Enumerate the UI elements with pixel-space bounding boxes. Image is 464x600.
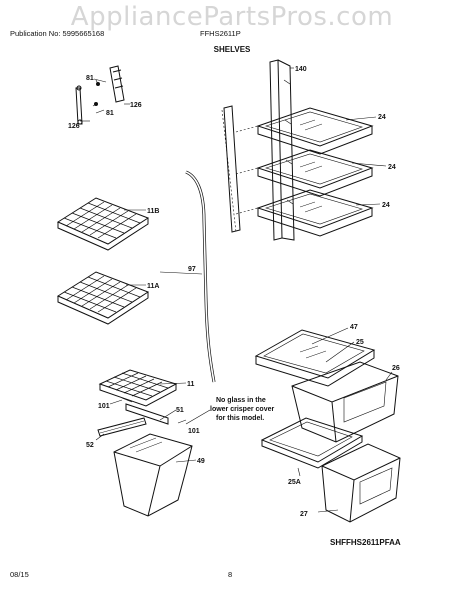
callout-47: 47 bbox=[350, 324, 358, 331]
callout-24-top: 24 bbox=[378, 114, 386, 121]
crisper-cover bbox=[254, 329, 376, 387]
glass-shelf-middle bbox=[256, 149, 374, 197]
trim-bar bbox=[97, 417, 147, 437]
shelf-support-bracket bbox=[75, 65, 125, 125]
glass-shelf-top bbox=[256, 107, 374, 155]
callout-101-left: 101 bbox=[98, 403, 110, 410]
wire-shelf-11b bbox=[56, 197, 150, 251]
figure-reference: SHFFHS2611PFAA bbox=[330, 538, 401, 547]
callout-126-left: 126 bbox=[68, 123, 80, 130]
page-number: 8 bbox=[228, 570, 233, 579]
callout-24-bottom: 24 bbox=[382, 202, 390, 209]
callout-97: 97 bbox=[188, 266, 196, 273]
callout-24-middle: 24 bbox=[388, 164, 396, 171]
callout-25a: 25A bbox=[288, 479, 301, 486]
rail-link bbox=[121, 397, 133, 403]
footer-date: 08/15 bbox=[10, 570, 29, 579]
callout-51: 51 bbox=[176, 407, 184, 414]
callout-140: 140 bbox=[295, 66, 307, 73]
wire-shelf-11a bbox=[56, 271, 150, 325]
crisper-drawer-lower bbox=[321, 443, 401, 523]
lower-crisper-cover bbox=[260, 417, 364, 469]
crisper-drawer-upper bbox=[291, 361, 399, 443]
model-number: FFHS2611P bbox=[200, 29, 241, 38]
glass-shelf-bottom bbox=[256, 189, 374, 237]
callout-81-bottom: 81 bbox=[106, 110, 114, 117]
callout-81-top: 81 bbox=[86, 75, 94, 82]
trim-bar-line bbox=[99, 420, 145, 434]
callout-126-right: 126 bbox=[130, 102, 142, 109]
wire-shelf-11 bbox=[98, 369, 178, 407]
callout-52: 52 bbox=[86, 442, 94, 449]
note-line-2: lower crisper cover bbox=[210, 406, 274, 413]
callout-27: 27 bbox=[300, 511, 308, 518]
callout-11b: 11B bbox=[147, 208, 159, 215]
note-line-3: for this model. bbox=[216, 415, 264, 422]
leader-lines bbox=[80, 67, 393, 513]
callout-101-right: 101 bbox=[188, 428, 200, 435]
callout-11: 11 bbox=[187, 381, 195, 388]
callout-25: 25 bbox=[356, 339, 364, 346]
section-title: SHELVES bbox=[213, 45, 251, 54]
callout-11a: 11A bbox=[147, 283, 159, 290]
callout-49: 49 bbox=[197, 458, 205, 465]
side-rail bbox=[223, 105, 241, 233]
shelf-rail bbox=[125, 403, 169, 425]
mount-guides bbox=[221, 109, 259, 233]
callout-26: 26 bbox=[392, 365, 400, 372]
trim-strip-inner bbox=[185, 171, 215, 383]
watermark: AppliancePartsPros.com bbox=[70, 2, 394, 32]
storage-bin bbox=[113, 433, 193, 517]
publication-number: Publication No: 5995665168 bbox=[10, 29, 105, 38]
note-line-1: No glass in the bbox=[216, 397, 266, 404]
